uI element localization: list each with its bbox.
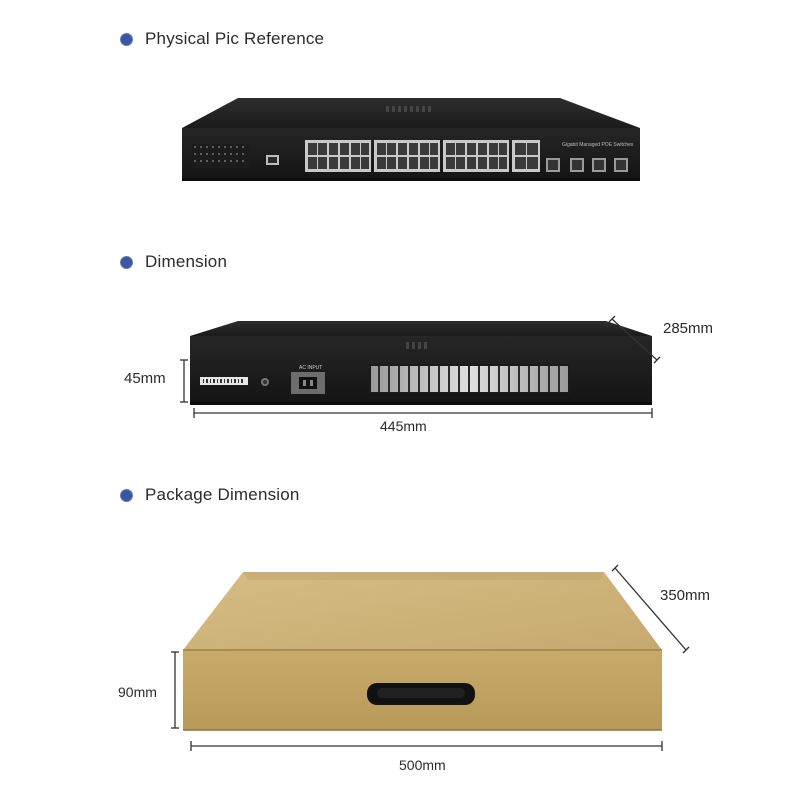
section-title-dimension: Dimension	[145, 252, 228, 271]
rj45-ports	[308, 143, 538, 169]
switch-width-label: 445mm	[380, 418, 427, 434]
section-package: Package Dimension	[120, 485, 300, 505]
section-physical: Physical Pic Reference	[120, 29, 324, 49]
front-model-label: Gigabit Managed POE Switches	[562, 142, 634, 148]
box-width-label: 500mm	[399, 757, 446, 773]
switch-front-view: Gigabit Managed POE Switches	[182, 98, 640, 181]
ac-input-label: AC INPUT	[299, 365, 322, 371]
switch-depth-label: 285mm	[663, 320, 714, 337]
switch-height-label: 45mm	[124, 370, 166, 387]
bullet-icon	[120, 32, 133, 46]
section-title-package: Package Dimension	[145, 485, 300, 504]
box-height-label: 90mm	[118, 684, 157, 700]
sfp-ports	[546, 158, 628, 172]
bullet-icon	[120, 255, 133, 269]
package-box	[183, 572, 662, 731]
bullet-icon	[120, 488, 133, 502]
section-title-physical: Physical Pic Reference	[145, 29, 325, 48]
section-dimension: Dimension	[120, 252, 227, 272]
box-dimension-lines	[171, 564, 690, 751]
switch-dimension-lines	[180, 315, 661, 418]
box-depth-label: 350mm	[660, 587, 711, 604]
switch-rear-view: AC INPUT	[190, 321, 652, 405]
box-handle	[367, 683, 475, 705]
